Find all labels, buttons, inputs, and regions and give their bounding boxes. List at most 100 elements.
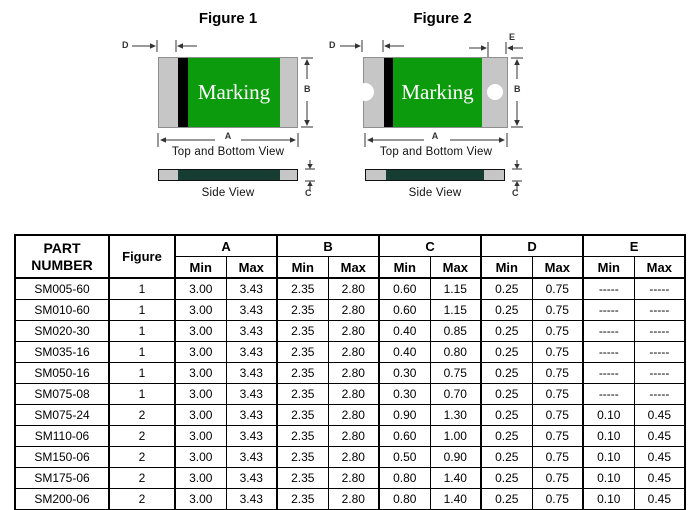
group-header-a: A — [173, 234, 278, 257]
figure1-body: Marking — [188, 58, 280, 127]
part-number-cell: SM150-06 — [14, 446, 110, 468]
dimension-value-cell: 2.80 — [327, 341, 380, 363]
dimension-value-cell: 0.75 — [531, 277, 584, 300]
dimension-value-cell: 3.00 — [174, 404, 227, 426]
figure-cell: 1 — [108, 341, 176, 363]
dimension-value-cell: 0.75 — [531, 488, 584, 510]
dimension-value-cell: 0.25 — [480, 362, 533, 384]
figure1-side-left-cap — [159, 170, 178, 180]
part-number-cell: SM020-30 — [14, 320, 110, 342]
dimension-value-cell: 3.43 — [225, 341, 278, 363]
dimension-value-cell: 3.00 — [174, 383, 227, 405]
dimension-value-cell: 3.43 — [225, 299, 278, 321]
dimension-value-cell: 0.30 — [378, 362, 431, 384]
figure2-dim-label-e: E — [509, 32, 516, 42]
figure2-dim-label-d: D — [329, 40, 336, 50]
figure2-side-view — [365, 169, 505, 181]
dimension-value-cell: 2.80 — [327, 277, 380, 300]
dimension-value-cell: 3.00 — [174, 362, 227, 384]
figure-cell: 1 — [108, 383, 176, 405]
group-header-e: E — [582, 234, 686, 257]
group-header-b: B — [276, 234, 380, 257]
figure1-title: Figure 1 — [198, 10, 258, 27]
part-number-cell: SM200-06 — [14, 488, 110, 510]
dimension-value-cell: 2.80 — [327, 446, 380, 468]
dimension-value-cell: 2.35 — [276, 362, 329, 384]
figure2-polarity-stripe — [384, 58, 393, 127]
part-number-cell: SM075-24 — [14, 404, 110, 426]
dimension-value-cell: 0.75 — [531, 299, 584, 321]
dimension-value-cell: 2.80 — [327, 488, 380, 510]
figure-cell: 1 — [108, 320, 176, 342]
figure-cell: 2 — [108, 446, 176, 468]
figure2-dim-label-a: A — [431, 131, 439, 141]
dimension-value-cell: ----- — [633, 320, 686, 342]
figure1-dim-c-arrows — [305, 160, 315, 191]
dimension-value-cell: 1.00 — [429, 425, 482, 447]
dimension-value-cell: 3.00 — [174, 341, 227, 363]
figure2-dim-d-arrows — [340, 40, 404, 52]
dimension-value-cell: 0.75 — [531, 446, 584, 468]
dimension-value-cell: 0.10 — [582, 488, 635, 510]
dimension-value-cell: 0.25 — [480, 320, 533, 342]
min-header: Min — [480, 256, 533, 279]
dimension-lines-drawing — [132, 40, 523, 191]
dimension-value-cell: 2.80 — [327, 383, 380, 405]
figure1-marking-text: Marking — [197, 80, 271, 104]
dimension-value-cell: 0.40 — [378, 320, 431, 342]
dimension-value-cell: ----- — [582, 341, 635, 363]
dimension-value-cell: 0.25 — [480, 425, 533, 447]
figure-header: Figure — [108, 234, 176, 279]
dimension-value-cell: 0.85 — [429, 320, 482, 342]
figure2-left-end-cap — [364, 58, 384, 127]
part-number-cell: SM110-06 — [14, 425, 110, 447]
dimension-value-cell: ----- — [582, 320, 635, 342]
dimension-value-cell: 0.75 — [531, 383, 584, 405]
figure1-right-end-cap — [280, 58, 297, 127]
dimension-value-cell: 0.75 — [429, 362, 482, 384]
dimension-value-cell: 0.25 — [480, 404, 533, 426]
dimensions-table: PART NUMBER Figure A B C D E Min Max Min… — [14, 234, 687, 510]
dimension-value-cell: 0.45 — [633, 488, 686, 510]
dimension-value-cell: 0.10 — [582, 446, 635, 468]
dimension-value-cell: 2.80 — [327, 467, 380, 489]
dimension-value-cell: 0.25 — [480, 467, 533, 489]
dimension-value-cell: 0.10 — [582, 467, 635, 489]
figure1-dim-label-c: C — [305, 188, 312, 198]
dimension-value-cell: 2.35 — [276, 299, 329, 321]
dimension-value-cell: 0.45 — [633, 446, 686, 468]
dimension-value-cell: 2.80 — [327, 299, 380, 321]
dimension-value-cell: 3.43 — [225, 488, 278, 510]
dimension-value-cell: ----- — [633, 277, 686, 300]
dimension-value-cell: 2.80 — [327, 320, 380, 342]
min-header: Min — [582, 256, 635, 279]
figure2-left-notch — [356, 83, 374, 101]
dimension-value-cell: 3.43 — [225, 467, 278, 489]
figure2-dim-label-c: C — [512, 188, 519, 198]
dimension-value-cell: 2.35 — [276, 404, 329, 426]
part-number-cell: SM175-06 — [14, 467, 110, 489]
dimension-value-cell: 0.75 — [531, 404, 584, 426]
dimension-value-cell: 3.00 — [174, 277, 227, 300]
figure2-marking-text: Marking — [401, 80, 474, 104]
dimension-value-cell: 0.45 — [633, 467, 686, 489]
dimension-value-cell: ----- — [633, 341, 686, 363]
figure2-body: Marking — [393, 58, 482, 127]
dimension-value-cell: 0.10 — [582, 404, 635, 426]
dimension-value-cell: 0.45 — [633, 404, 686, 426]
figure2-top-view-label: Top and Bottom View — [379, 146, 493, 158]
dimension-value-cell: 3.43 — [225, 383, 278, 405]
part-number-cell: SM035-16 — [14, 341, 110, 363]
dimension-value-cell: 0.80 — [378, 467, 431, 489]
dimension-value-cell: 0.75 — [531, 320, 584, 342]
dimension-value-cell: 2.35 — [276, 467, 329, 489]
min-header: Min — [378, 256, 431, 279]
dimension-value-cell: ----- — [633, 299, 686, 321]
dimension-value-cell: 0.75 — [531, 341, 584, 363]
